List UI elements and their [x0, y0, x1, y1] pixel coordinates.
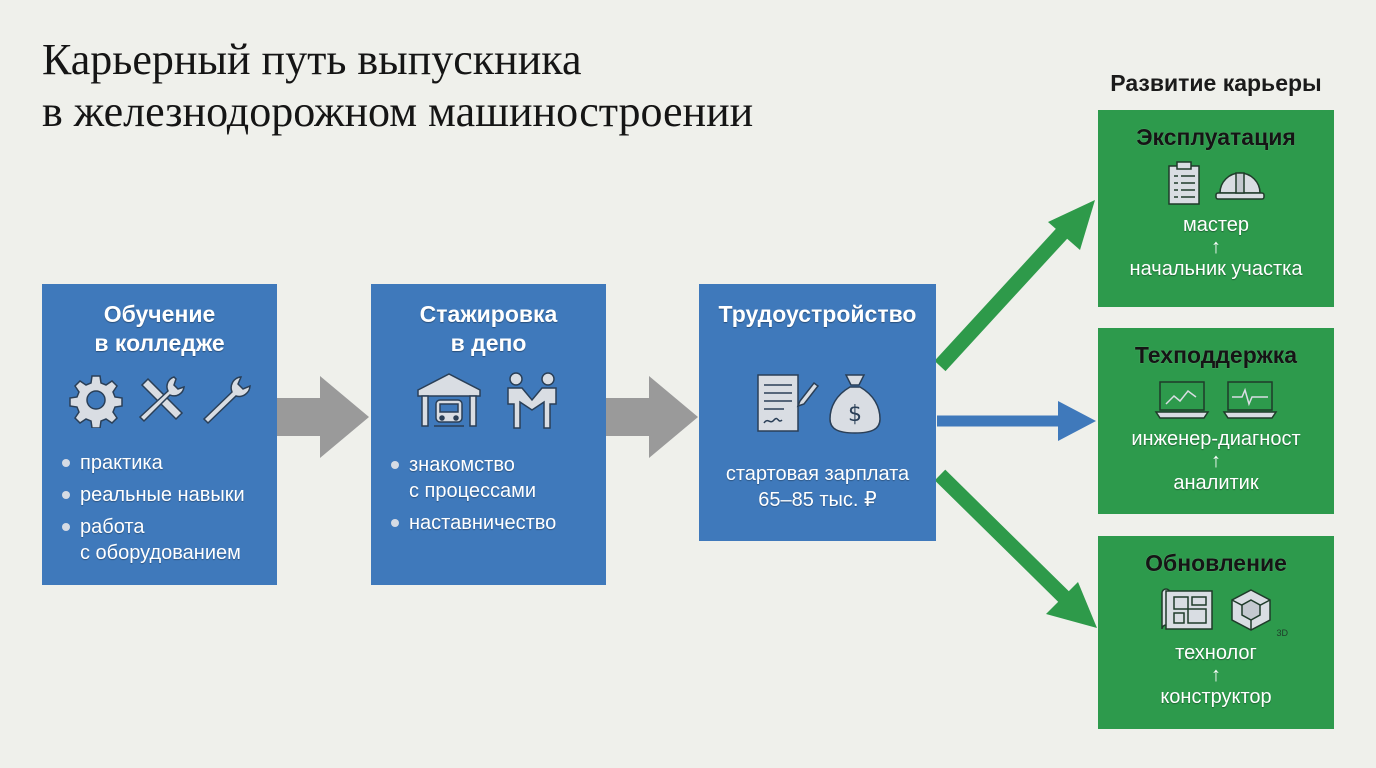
- arrow-stage2-to-stage3: [606, 376, 698, 458]
- stage-college-bullet: практика: [42, 450, 277, 476]
- laptop-pulse-icon: [1222, 380, 1278, 425]
- stage-college-title-1: Обучение: [103, 301, 216, 327]
- crossed-tools-icon: [134, 373, 188, 432]
- role-designer: конструктор: [1160, 686, 1272, 708]
- stage-depot-title-1: Стажировка: [419, 301, 558, 327]
- branch-renewal-title: Обновление: [1145, 550, 1287, 576]
- stage-depot-bullet: наставничество: [371, 510, 606, 536]
- title-line-1: Карьерный путь выпускника: [42, 35, 582, 84]
- role-technologist: технолог: [1175, 642, 1257, 664]
- handshake-people-icon: [500, 370, 564, 435]
- stage-depot-title-2: в депо: [450, 330, 527, 356]
- stage-college-bullet: реальные навыки: [42, 482, 277, 508]
- up-arrow-icon: ↑: [1211, 664, 1221, 686]
- contract-icon: [754, 371, 820, 442]
- svg-text:$: $: [848, 402, 862, 427]
- career-development-label: Развитие карьеры: [1110, 70, 1322, 96]
- clipboard-icon: [1166, 160, 1202, 211]
- arrow-to-operations: [934, 200, 1095, 372]
- up-arrow-icon: ↑: [1211, 236, 1221, 258]
- wrench-icon: [198, 373, 252, 432]
- 3d-caption: 3D: [1276, 627, 1288, 638]
- stage-employment: Трудоустройство $ стартова: [699, 284, 936, 541]
- gear-icon: [68, 372, 124, 433]
- up-arrow-icon: ↑: [1211, 450, 1221, 472]
- hard-hat-icon: [1214, 163, 1266, 208]
- laptop-chart-icon: [1154, 380, 1210, 425]
- stage-college-title-2: в колледже: [94, 330, 225, 356]
- branch-tech-support: Техподдержка инженер-диагност ↑ аналит: [1098, 328, 1334, 514]
- blueprint-icon: [1158, 587, 1216, 638]
- branch-operations: Эксплуатация мастер ↑ начальник участк: [1098, 110, 1334, 307]
- role-analyst: аналитик: [1173, 472, 1259, 494]
- role-master: мастер: [1182, 214, 1250, 236]
- salary-value: 65–85 тыс. ₽: [758, 489, 877, 511]
- branch-renewal: Обновление 3D технолог ↑ констру: [1098, 536, 1334, 729]
- depot-train-icon: [414, 370, 484, 435]
- arrow-to-tech-support: [937, 401, 1096, 441]
- page-title: Карьерный путь выпускника в железнодорож…: [42, 34, 753, 138]
- role-section-head: начальник участка: [1129, 258, 1303, 280]
- stage-depot-internship: Стажировка в депо: [371, 284, 606, 585]
- salary-label: стартовая зарплата: [725, 463, 910, 485]
- stage-employment-title: Трудоустройство: [718, 301, 917, 327]
- cube-3d-icon: 3D: [1228, 587, 1288, 638]
- money-bag-icon: $: [828, 371, 882, 442]
- arrow-stage1-to-stage2: [277, 376, 369, 458]
- branch-tech-support-title: Техподдержка: [1134, 342, 1298, 368]
- role-diagnostic-engineer: инженер-диагност: [1131, 428, 1301, 450]
- title-line-2: в железнодорожном машиностроении: [42, 87, 754, 136]
- stage-college-training: Обучение в колледже: [42, 284, 277, 585]
- arrow-to-renewal: [934, 469, 1097, 628]
- branch-operations-title: Эксплуатация: [1136, 124, 1296, 150]
